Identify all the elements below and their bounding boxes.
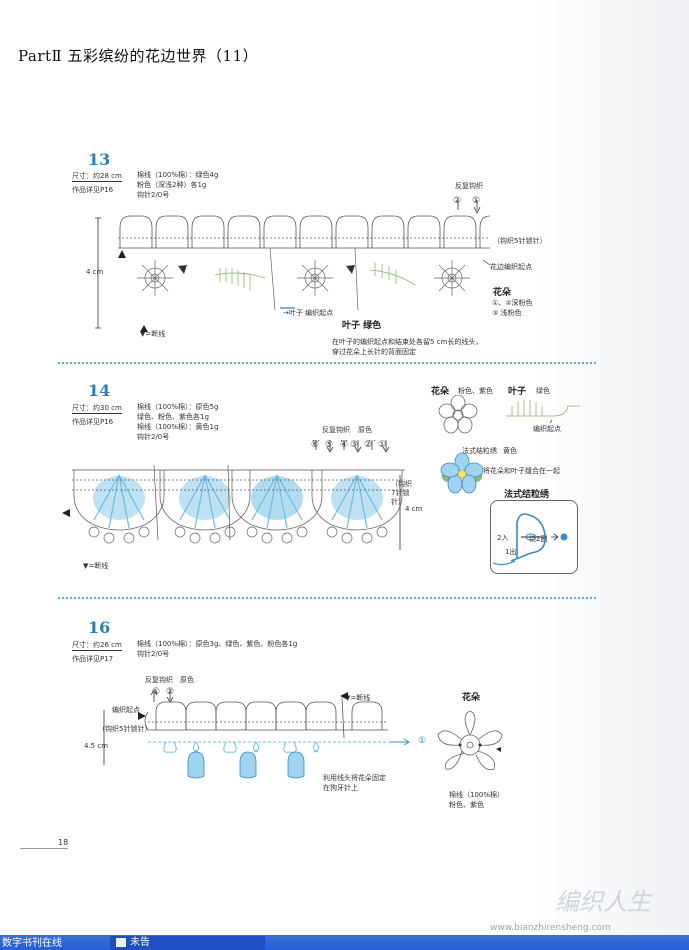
pattern-14-materials: 棉线（100%棉）：原色5g 绿色、粉色、紫色各1g 棉线（100%棉）：黄色1…	[137, 402, 218, 442]
pattern-16-ref: 作品详见P17	[72, 655, 114, 663]
pattern-13-edge-start: 花边编织起点	[490, 263, 532, 271]
taskbar-item-reader[interactable]: 数字书刊在线	[2, 938, 62, 949]
page-number: 18	[58, 838, 69, 847]
pattern-13-materials: 棉线（100%棉）：绿色4g 粉色（深浅2种）各1g 钩针2/0号	[137, 170, 218, 200]
pattern-14-size: 尺寸：约30 cm	[72, 404, 122, 414]
pattern-14-knot-title: 法式结粒绣	[504, 490, 550, 500]
pattern-16-flower-mat-2: 粉色、紫色	[449, 801, 484, 809]
pattern-14-french-knot: 法式结粒绣	[462, 447, 497, 455]
pattern-14-knot-box: 2入 1出 绕2圈	[490, 500, 578, 574]
pattern-14-cut-legend: ▼=断线	[83, 562, 109, 570]
pattern-14-flower-colors: 粉色、紫色	[458, 387, 493, 395]
window-icon	[116, 937, 126, 947]
pattern-14-leaf-start: 编织起点	[533, 425, 561, 433]
pattern-13-height: 4 cm	[86, 268, 104, 276]
material-line: 钩针2/0号	[137, 433, 170, 441]
pattern-16-note-2: 在狗牙针上	[323, 784, 358, 792]
pattern-16-row-1-marker: ①	[418, 736, 427, 746]
material-line: 粉色（深浅2种）各1g	[137, 181, 207, 189]
pattern-16-size: 尺寸：约26 cm	[72, 641, 122, 651]
pattern-16-materials: 棉线（100%棉）：原色3g、绿色、紫色、粉色各1g 钩针2/0号	[137, 639, 297, 659]
taskbar	[0, 935, 689, 950]
pattern-13-note-2: 穿过花朵上长针的背面固定	[332, 348, 416, 356]
pattern-14-leaf-color: 绿色	[536, 387, 550, 395]
watermark-logo: 编织人生	[555, 888, 651, 916]
pattern-14-meta: 尺寸：约30 cm 作品详见P16	[72, 404, 134, 426]
pattern-16-number: 16	[88, 618, 111, 637]
row-number: ③	[350, 440, 359, 450]
pattern-14-height: 4 cm	[405, 505, 423, 513]
pattern-16-cut-legend: ▼=断线	[345, 694, 371, 702]
pattern-13-leaf-label: 叶子 绿色	[342, 321, 382, 331]
taskbar-item-window[interactable]: 未告	[110, 936, 265, 950]
material-line: 棉线（100%棉）：原色3g、绿色、紫色、粉色各1g	[137, 640, 298, 648]
pattern-13-repeat-label: 反复钩织	[455, 182, 483, 190]
row-number: ⑤	[325, 440, 334, 450]
pattern-13-ref: 作品详见P16	[72, 186, 114, 194]
pattern-13-size: 尺寸：约28 cm	[72, 172, 122, 182]
material-line: 钩针2/0号	[137, 650, 170, 658]
page-title: PartⅡ 五彩缤纷的花边世界（11）	[18, 47, 259, 65]
pattern-14-flower-title: 花朵	[431, 387, 450, 397]
pattern-13-row-1: ①	[472, 196, 481, 206]
pattern-14-flower-chart	[438, 395, 478, 434]
knot-illustration	[492, 513, 568, 566]
section-divider	[58, 597, 596, 599]
row-number: ①	[378, 440, 387, 450]
pattern-16-note-1: 利用线头将花朵固定	[323, 774, 386, 782]
pattern-14-french-color: 黄色	[503, 447, 517, 455]
page-number-rule	[20, 848, 68, 849]
pattern-13-cut-legend: ▼=断线	[140, 330, 166, 338]
row-number: ⑥	[311, 440, 320, 450]
section-divider	[58, 362, 596, 364]
knot-wrap: 绕2圈	[529, 535, 548, 543]
material-line: 棉线（100%棉）：黄色1g	[137, 423, 219, 431]
pattern-16-meta: 尺寸：约26 cm 作品详见P17	[72, 641, 134, 663]
pattern-16-height: 4.5 cm	[84, 742, 109, 750]
pattern-16-edge-start: 编织起点	[112, 706, 140, 714]
pattern-13-row-2: ②	[453, 196, 462, 206]
row-number: ②	[364, 440, 373, 450]
pattern-13-flower-title: 花朵	[493, 288, 512, 298]
pattern-13-leaf-start: →叶子 编织起点	[283, 309, 334, 317]
pattern-14-repeat-color: 原色	[358, 426, 372, 434]
pattern-16-diagram	[103, 690, 410, 779]
pattern-14-number: 14	[88, 381, 111, 400]
pattern-13-chain-label: （钩织5针锁针）	[493, 237, 547, 245]
pattern-16-row-1: ①	[152, 687, 161, 697]
material-line: 绿色、粉色、紫色各1g	[137, 413, 209, 421]
knot-step-2: 2入	[497, 534, 509, 542]
pattern-16-flower-title: 花朵	[462, 693, 481, 703]
pattern-14-ref: 作品详见P16	[72, 418, 114, 426]
pattern-16-flower-mat-1: 棉线（100%棉）	[449, 791, 505, 799]
pattern-14-join-note: 将花朵和叶子缝合在一起	[483, 467, 560, 475]
pattern-13-note-1: 在叶子的编织起点和结束处各留5 cm长的线头，	[332, 338, 483, 346]
pattern-16-chain-label: （钩织5针锁针）	[98, 725, 152, 733]
material-line: 钩针2/0号	[137, 191, 170, 199]
cut-marker	[118, 250, 126, 258]
pattern-16-flower-chart	[437, 710, 503, 771]
pattern-13-diagram	[95, 200, 491, 332]
pattern-13-number: 13	[88, 150, 111, 169]
pattern-14-repeat-label: 反复钩织	[322, 426, 350, 434]
material-line: 棉线（100%棉）：绿色4g	[137, 171, 219, 179]
pattern-14-leaf-chart	[506, 400, 580, 424]
material-line: 棉线（100%棉）：原色5g	[137, 403, 219, 411]
pattern-14-diagram	[62, 440, 405, 550]
watermark-url: www.bianzhirensheng.com	[490, 923, 611, 933]
pattern-16-repeat-label: 反复钩织	[145, 676, 173, 684]
pattern-14-leaf-title: 叶子	[508, 387, 527, 397]
fan-motif-group	[73, 470, 403, 544]
pattern-13-flower-color-1: ①、②深粉色	[492, 299, 533, 307]
pattern-13-meta: 尺寸：约28 cm 作品详见P16	[72, 172, 134, 194]
taskbar-item-window-label: 未告	[130, 937, 150, 948]
pattern-16-repeat-color: 原色	[180, 676, 194, 684]
pattern-14-assembled-flower	[440, 452, 484, 494]
pattern-13-flower-color-2: ③ 浅粉色	[492, 309, 522, 317]
knot-step-1: 1出	[505, 548, 517, 556]
